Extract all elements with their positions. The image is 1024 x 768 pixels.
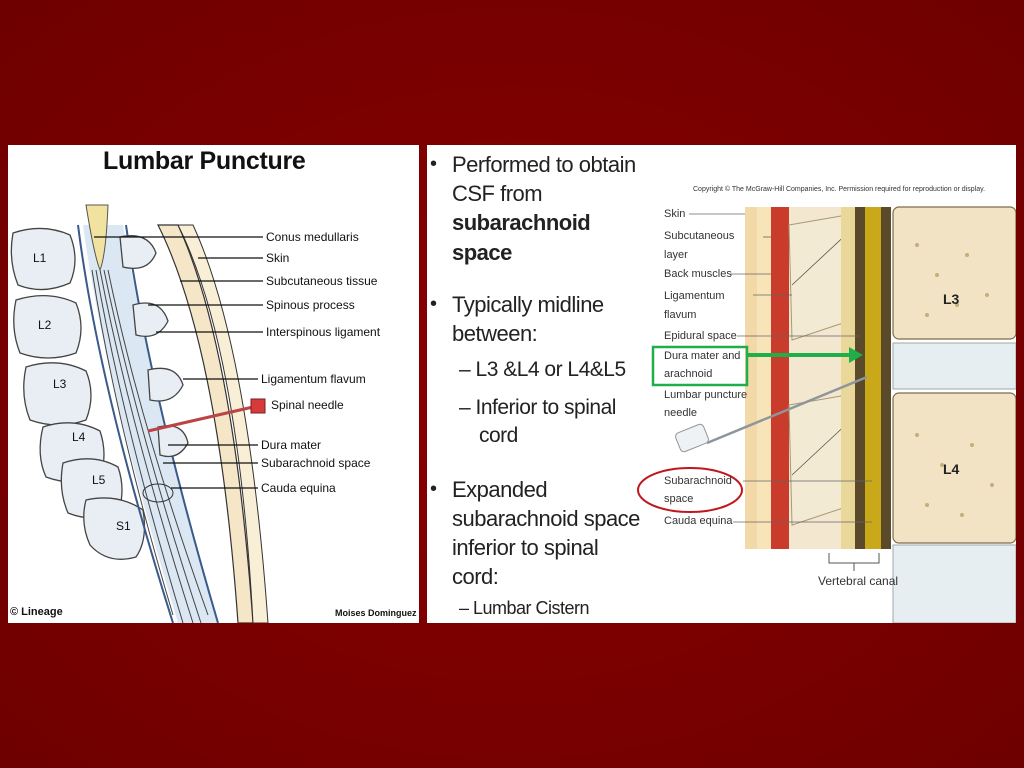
bullet-3-sub-1: – Lumbar Cistern bbox=[459, 598, 590, 618]
sagittal-spine-illustration bbox=[637, 206, 1016, 623]
label-interspinous-ligament: Interspinous ligament bbox=[266, 325, 381, 339]
label-needle-2: needle bbox=[664, 407, 698, 419]
bullets-and-figure-panel: • Performed to obtain CSF from subarachn… bbox=[427, 145, 1016, 623]
bullet-3-line-3: inferior to spinal bbox=[452, 535, 599, 560]
label-cauda-equina-right: Cauda equina bbox=[664, 515, 733, 527]
lumbar-puncture-figure: Lumbar Puncture bbox=[8, 145, 419, 623]
figure-title: Lumbar Puncture bbox=[103, 147, 306, 175]
label-conus-medullaris: Conus medullaris bbox=[266, 230, 359, 244]
bullet-2-sub-2-line-1: – Inferior to spinal bbox=[459, 396, 616, 419]
label-l4-vertebra: L4 bbox=[943, 461, 960, 477]
bullet-1-line-1: Performed to obtain bbox=[452, 152, 636, 177]
vertebra-l4-label: L4 bbox=[72, 430, 86, 444]
bullet-1-line-2: CSF from bbox=[452, 181, 543, 206]
vertebra-l2-label: L2 bbox=[38, 318, 52, 332]
vertebra-s1-label: S1 bbox=[116, 519, 131, 533]
credit-author: Moises Dominguez bbox=[335, 608, 417, 618]
label-needle-1: Lumbar puncture bbox=[664, 389, 748, 401]
label-ligamentum-flavum: Ligamentum flavum bbox=[261, 372, 366, 386]
copyright-notice: Copyright © The McGraw-Hill Companies, I… bbox=[693, 186, 986, 193]
bullet-2-sub-1: – L3 &L4 or L4&L5 bbox=[459, 358, 626, 381]
label-subarachnoid-space: Subarachnoid space bbox=[261, 456, 371, 470]
label-dura-arachnoid-1: Dura mater and bbox=[664, 350, 741, 362]
bullet-2-sub-2-line-2: cord bbox=[479, 424, 518, 447]
credit-lineage: © Lineage bbox=[10, 606, 63, 618]
label-ligamentum-1: Ligamentum bbox=[664, 290, 725, 302]
label-skin-right: Skin bbox=[664, 208, 686, 220]
label-dura-mater: Dura mater bbox=[261, 438, 322, 452]
vertebra-l5-label: L5 bbox=[92, 473, 106, 487]
bullet-2-line-1: Typically midline bbox=[452, 292, 604, 317]
label-vertebral-canal: Vertebral canal bbox=[818, 574, 899, 588]
spine-illustration bbox=[10, 204, 269, 623]
bullet-dot-3: • bbox=[430, 478, 438, 500]
bullet-3-line-4: cord: bbox=[452, 564, 499, 589]
label-back-muscles: Back muscles bbox=[664, 268, 732, 280]
bullet-3-line-1: Expanded bbox=[452, 477, 548, 502]
bullet-dot-2: • bbox=[430, 293, 438, 315]
label-l3-vertebra: L3 bbox=[943, 291, 960, 307]
label-spinous-process: Spinous process bbox=[266, 298, 355, 312]
bullet-3-line-2: subarachnoid space bbox=[452, 506, 640, 531]
bullet-1-line-3: subarachnoid bbox=[452, 210, 591, 235]
bullet-dot-1: • bbox=[430, 153, 438, 175]
label-subcutaneous-2: layer bbox=[664, 249, 688, 261]
label-ligamentum-2: flavum bbox=[664, 309, 697, 321]
vertebra-l3-label: L3 bbox=[53, 377, 67, 391]
label-cauda-equina: Cauda equina bbox=[261, 481, 336, 495]
label-epidural-space: Epidural space bbox=[664, 330, 737, 342]
label-dura-arachnoid-2: arachnoid bbox=[664, 368, 713, 380]
vertebra-l1-label: L1 bbox=[33, 251, 47, 265]
label-subcutaneous-tissue: Subcutaneous tissue bbox=[266, 274, 378, 288]
label-spinal-needle: Spinal needle bbox=[271, 398, 344, 412]
bullet-1-line-4: space bbox=[452, 240, 512, 265]
label-skin: Skin bbox=[266, 251, 290, 265]
label-subcutaneous-1: Subcutaneous bbox=[664, 230, 735, 242]
bullet-2-line-2: between: bbox=[452, 321, 538, 346]
label-subarachnoid-1: Subarachnoid bbox=[664, 475, 732, 487]
label-subarachnoid-2: space bbox=[664, 493, 694, 505]
